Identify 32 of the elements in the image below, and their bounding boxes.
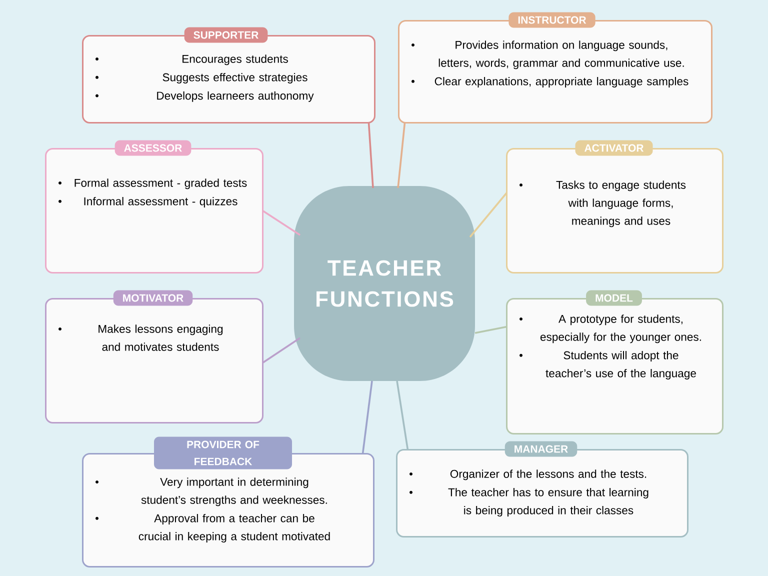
connector-line: [397, 122, 406, 188]
bullet-item: Informal assessment - quizzes: [58, 197, 238, 208]
connector-line: [262, 337, 300, 364]
connector-line: [368, 122, 374, 188]
bullet-item: Students will adopt the teacher’s use of the language: [520, 351, 696, 380]
heading-tab: ASSESSOR: [114, 140, 192, 156]
central-topic: TEACHER FUNCTIONS: [294, 186, 475, 381]
bullet-item: Formal assessment - graded tests: [58, 178, 247, 190]
bullet-item: Provides information on language sounds, letters, words, grammar and communicative use.: [412, 40, 684, 70]
heading-tab: INSTRUCTOR: [508, 12, 596, 28]
connector-line: [362, 380, 373, 454]
bullet-item: Develops learneers authonomy: [96, 91, 314, 102]
bullet-item: Makes lessons engaging and motivates students: [58, 324, 223, 351]
bullet-item: A prototype for students, especially for the younger ones.: [520, 314, 701, 344]
bullet-item: The teacher has to ensure that learning is being produced in their classes: [410, 488, 648, 517]
bullet-item: Clear explanations, appropriate language samples: [412, 77, 688, 88]
heading-tab: SUPPORTER: [184, 27, 268, 43]
heading-tab: ACTIVATOR: [575, 140, 653, 156]
connector-line: [474, 326, 507, 334]
bullet-item: Very important in determining student’s strengths and weeknesses.: [96, 478, 327, 506]
bullet-item: Tasks to engage students with language forms, meanings and uses: [520, 180, 686, 228]
bullet-item: Approval from a teacher can be crucial in keeping a student motivated: [96, 514, 330, 543]
bullet-item: Encourages students: [96, 54, 288, 66]
heading-tab: MODEL: [586, 290, 642, 306]
heading-tab: MANAGER: [504, 441, 578, 457]
bullet-item: Suggests effective strategies: [96, 73, 308, 84]
connector-line: [262, 210, 300, 236]
connector-line: [396, 380, 409, 450]
bullet-item: Organizer of the lessons and the tests.: [410, 470, 646, 480]
heading-tab: MOTIVATOR: [113, 290, 193, 306]
heading-tab: PROVIDER OF FEEDBACK: [154, 436, 292, 470]
connector-line: [469, 192, 508, 238]
